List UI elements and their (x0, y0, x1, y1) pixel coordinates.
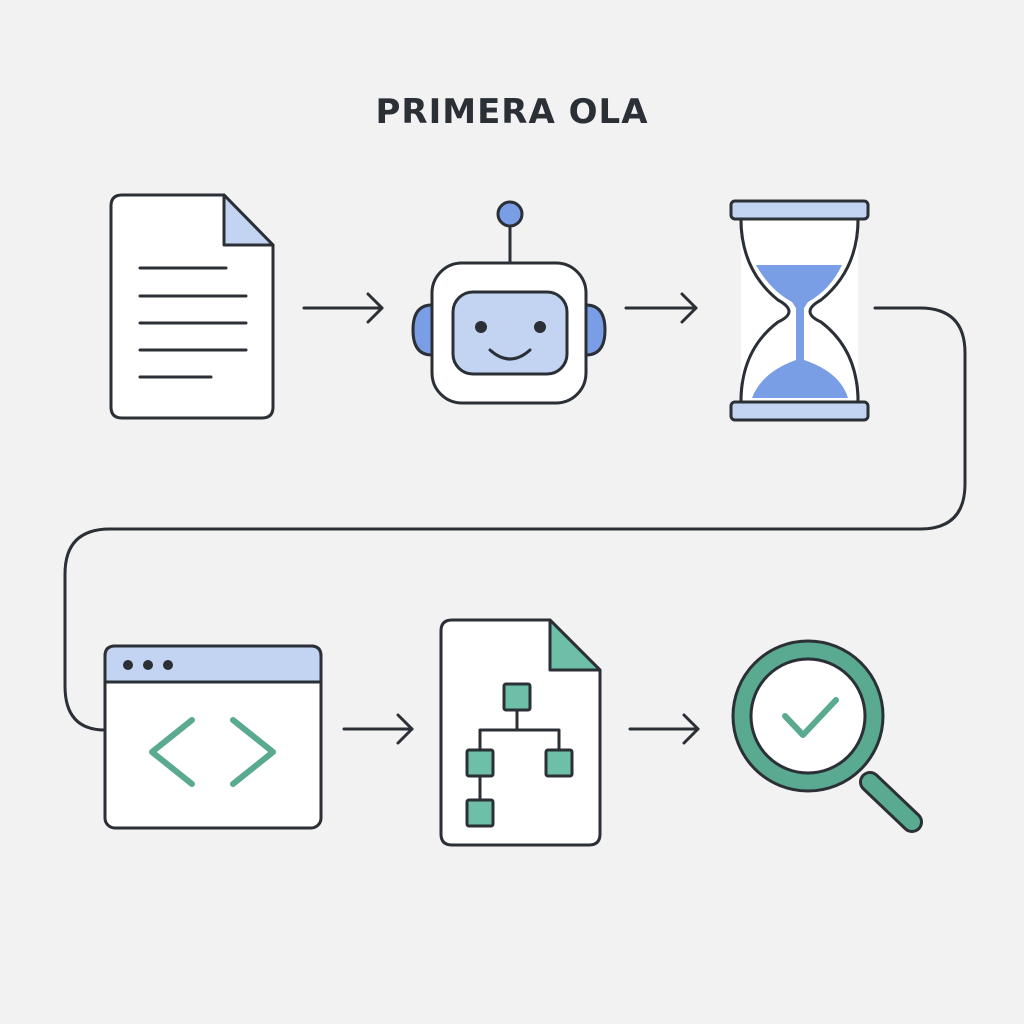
robot-icon (411, 200, 607, 405)
hourglass-icon (729, 199, 870, 422)
code-window-icon (103, 644, 323, 830)
diagram-title: PRIMERA OLA (375, 92, 649, 132)
arrow-right-icon (628, 713, 700, 745)
arrow-right-icon (302, 292, 384, 324)
flowchart-document-icon (439, 618, 602, 847)
document-icon (109, 193, 275, 420)
arrow-right-icon (624, 292, 698, 324)
magnifier-check-icon (731, 639, 923, 833)
arrow-right-icon (342, 713, 414, 745)
connector-line (63, 306, 967, 732)
